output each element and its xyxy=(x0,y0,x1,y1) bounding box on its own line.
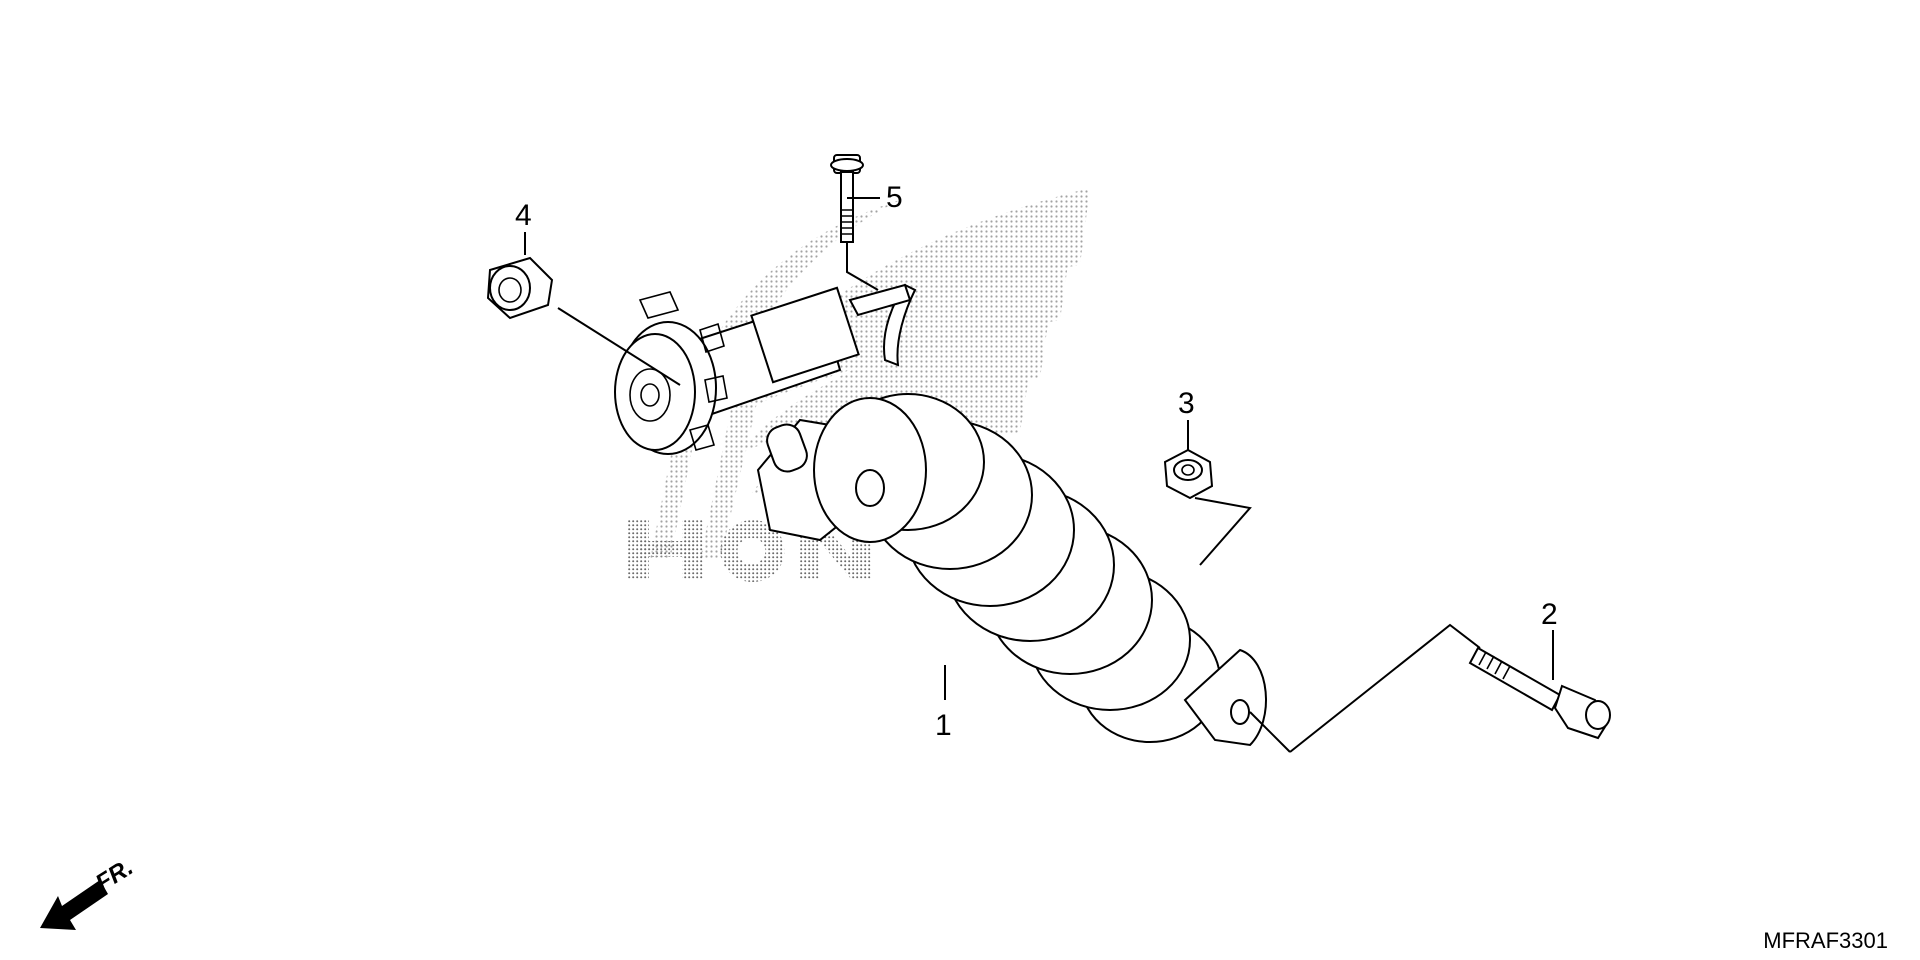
callout-4: 4 xyxy=(515,199,532,232)
callout-1: 1 xyxy=(935,709,952,742)
nut-part-4 xyxy=(486,256,554,320)
callout-2: 2 xyxy=(1541,598,1558,631)
callout-3: 3 xyxy=(1178,387,1195,420)
rear-shock-absorber xyxy=(614,283,1267,747)
nut-part-3 xyxy=(1163,448,1214,500)
bolt-part-5 xyxy=(830,154,864,243)
diagram-code: MFRAF3301 xyxy=(1763,928,1888,953)
leader-lines xyxy=(524,197,1554,753)
front-arrow-icon xyxy=(40,880,108,930)
front-direction-indicator: FR. xyxy=(40,854,138,930)
callout-5: 5 xyxy=(886,181,903,214)
bolt-part-2 xyxy=(1468,646,1611,740)
